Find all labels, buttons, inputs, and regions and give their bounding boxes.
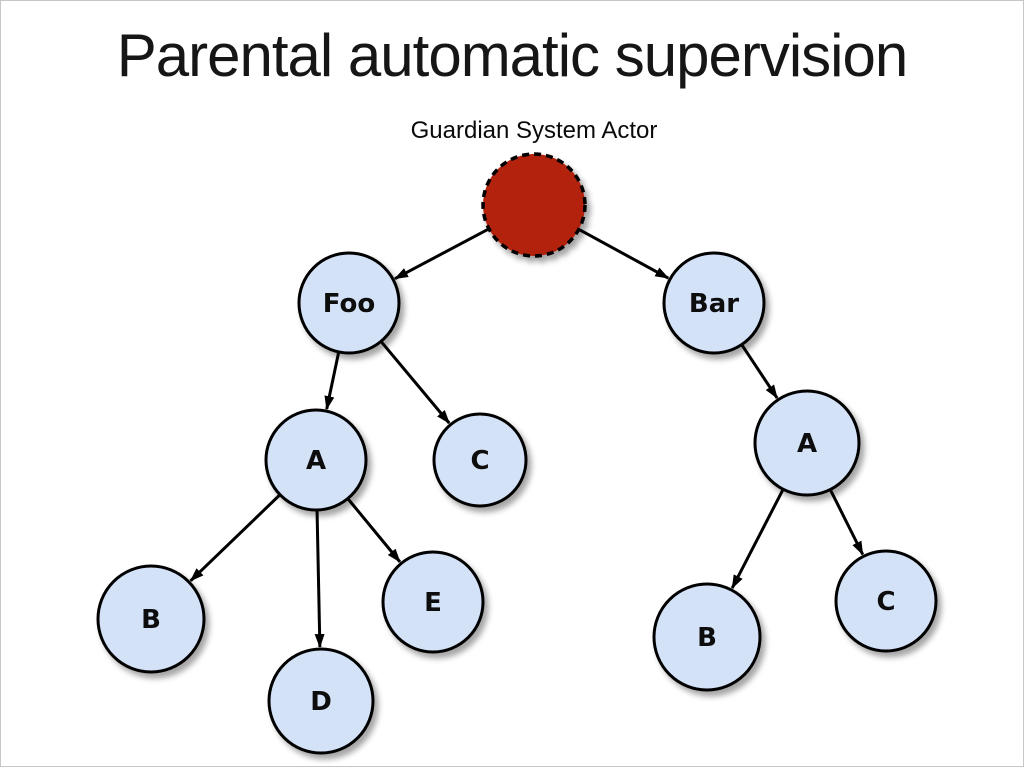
actor-label-a-left: A [306,446,326,476]
edges-layer [189,228,865,649]
actor-circle-c-right [834,549,938,653]
actor-label-c-right: C [876,587,895,617]
actor-label-b-left: B [141,605,161,635]
edge-foo-a-left [324,352,340,411]
actor-node-c-left: C [432,412,528,508]
actor-label-e-left: E [424,588,442,618]
edge-bar-a-right [740,344,779,399]
actor-node-a-left: A [264,408,368,512]
actor-node-b-right: B [652,582,762,692]
actor-circle-b-right [652,582,762,692]
actor-circle-a-right [753,389,861,497]
actor-circle-foo [297,251,401,355]
actor-node-bar: Bar [662,251,766,355]
actor-circle-bar [662,251,766,355]
actor-circle-c-left [432,412,528,508]
edge-a-left-e-left [347,498,402,563]
slide-title: Parental automatic supervision [116,22,908,89]
actor-circle-d-left [267,647,375,755]
actor-label-a-right: A [797,429,817,459]
actor-circle-a-left [264,408,368,512]
actor-node-c-right: C [834,549,938,653]
guardian-actor-label: Guardian System Actor [410,117,658,144]
actor-node-d-left: D [267,647,375,755]
guardian-circle [481,152,587,258]
actor-label-d-left: D [310,687,332,717]
guardian-system-actor-node [481,152,587,258]
actor-node-b-left: B [96,564,206,674]
actor-label-c-left: C [470,446,489,476]
edge-guardian-foo [394,228,489,280]
actor-label-bar: Bar [689,289,739,319]
edge-a-left-b-left [189,494,281,582]
actor-label-foo: Foo [323,289,375,319]
edge-a-right-c-right [829,489,865,556]
edge-a-left-d-left [314,510,325,649]
actor-node-e-left: E [381,550,485,654]
edge-foo-c-left [380,341,451,425]
actor-circle-b-left [96,564,206,674]
actor-node-foo: Foo [297,251,401,355]
actor-node-a-right: A [753,389,861,497]
actor-label-b-right: B [697,623,717,653]
edge-guardian-bar [578,228,670,280]
edge-a-right-b-right [730,489,785,590]
actor-circle-e-left [381,550,485,654]
